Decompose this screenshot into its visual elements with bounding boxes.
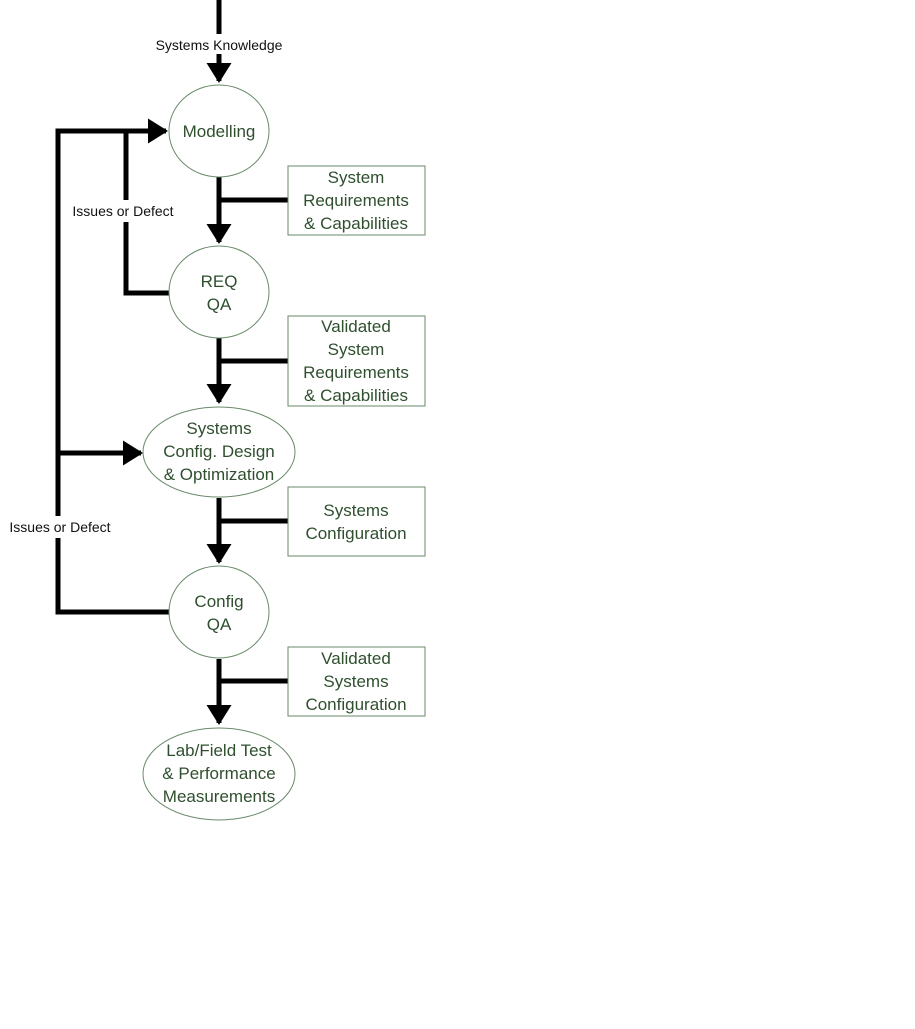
output-system-requirements: System Requirements & Capabilities	[287, 165, 426, 236]
node-req-qa: REQ QA	[168, 245, 270, 339]
node-label: Measurements	[163, 787, 275, 806]
output-label: Systems	[323, 501, 388, 520]
input-label: Systems Knowledge	[156, 37, 283, 53]
output-label: & Capabilities	[304, 214, 408, 233]
output-label: Validated	[321, 649, 391, 668]
output-label: Configuration	[305, 524, 406, 543]
node-label: & Performance	[162, 764, 275, 783]
inner-loop-label: Issues or Defect	[72, 203, 173, 219]
inner-loop-lower	[123, 222, 170, 296]
node-lab-field-test: Lab/Field Test & Performance Measurement…	[142, 727, 296, 821]
output-label: Requirements	[303, 191, 409, 210]
outer-loop-label: Issues or Defect	[9, 519, 110, 535]
output-label: Systems	[323, 672, 388, 691]
node-config-qa: Config QA	[168, 565, 270, 659]
node-config-design: Systems Config. Design & Optimization	[142, 406, 296, 498]
node-label: Config	[194, 592, 243, 611]
outer-loop-upper	[55, 128, 145, 516]
output-label: & Capabilities	[304, 386, 408, 405]
output-label: Validated	[321, 317, 391, 336]
output-label: System	[328, 340, 385, 359]
node-label: QA	[207, 615, 232, 634]
node-modelling: Modelling	[168, 84, 270, 178]
node-label: REQ	[201, 272, 238, 291]
node-label: Lab/Field Test	[166, 741, 272, 760]
output-label: Configuration	[305, 695, 406, 714]
outer-loop-lower	[55, 538, 170, 615]
node-label: & Optimization	[164, 465, 275, 484]
node-label: Modelling	[183, 122, 256, 141]
node-label: Systems	[186, 419, 251, 438]
output-label: System	[328, 168, 385, 187]
node-label: QA	[207, 295, 232, 314]
output-validated-systems-configuration: Validated Systems Configuration	[287, 646, 426, 717]
output-label: Requirements	[303, 363, 409, 382]
node-label: Config. Design	[163, 442, 275, 461]
output-validated-system-requirements: Validated System Requirements & Capabili…	[287, 315, 426, 407]
output-systems-configuration: Systems Configuration	[287, 486, 426, 557]
